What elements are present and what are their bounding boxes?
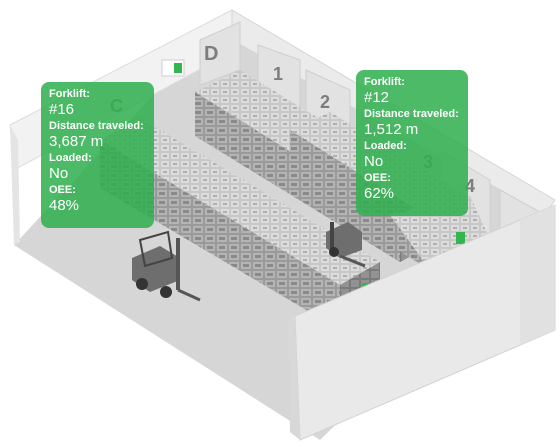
distance-value: 1,512 m bbox=[364, 121, 419, 138]
distance-label: Distance traveled: bbox=[364, 108, 459, 120]
forklift-16-icon bbox=[132, 230, 201, 302]
forklift-12-card[interactable]: Forklift: #12 Distance traveled: 1,512 m… bbox=[356, 70, 468, 216]
zone-letter-1: 1 bbox=[273, 64, 283, 84]
oee-label: OEE: bbox=[49, 184, 76, 196]
loaded-label: Loaded: bbox=[49, 152, 92, 164]
wall-sign-icon bbox=[161, 59, 185, 77]
loaded-value: No bbox=[364, 153, 384, 170]
zone-letter-4: 4 bbox=[465, 176, 475, 196]
oee-value: 48% bbox=[49, 197, 80, 214]
forklift-label: Forklift: bbox=[364, 76, 405, 88]
forklift-label: Forklift: bbox=[49, 88, 90, 100]
forklift-16-card[interactable]: Forklift: #16 Distance traveled: 3,687 m… bbox=[41, 82, 154, 228]
rack-marker-icon bbox=[456, 232, 465, 244]
zone-letter-2: 2 bbox=[320, 92, 330, 112]
loaded-label: Loaded: bbox=[364, 140, 407, 152]
oee-value: 62% bbox=[364, 185, 395, 202]
oee-label: OEE: bbox=[364, 172, 391, 184]
loaded-value: No bbox=[49, 165, 69, 182]
zone-letter-d: D bbox=[204, 43, 218, 65]
forklift-id: #12 bbox=[364, 89, 390, 106]
distance-value: 3,687 m bbox=[49, 133, 104, 150]
forklift-12-icon bbox=[326, 222, 366, 268]
forklift-id: #16 bbox=[49, 101, 75, 118]
distance-label: Distance traveled: bbox=[49, 120, 144, 132]
